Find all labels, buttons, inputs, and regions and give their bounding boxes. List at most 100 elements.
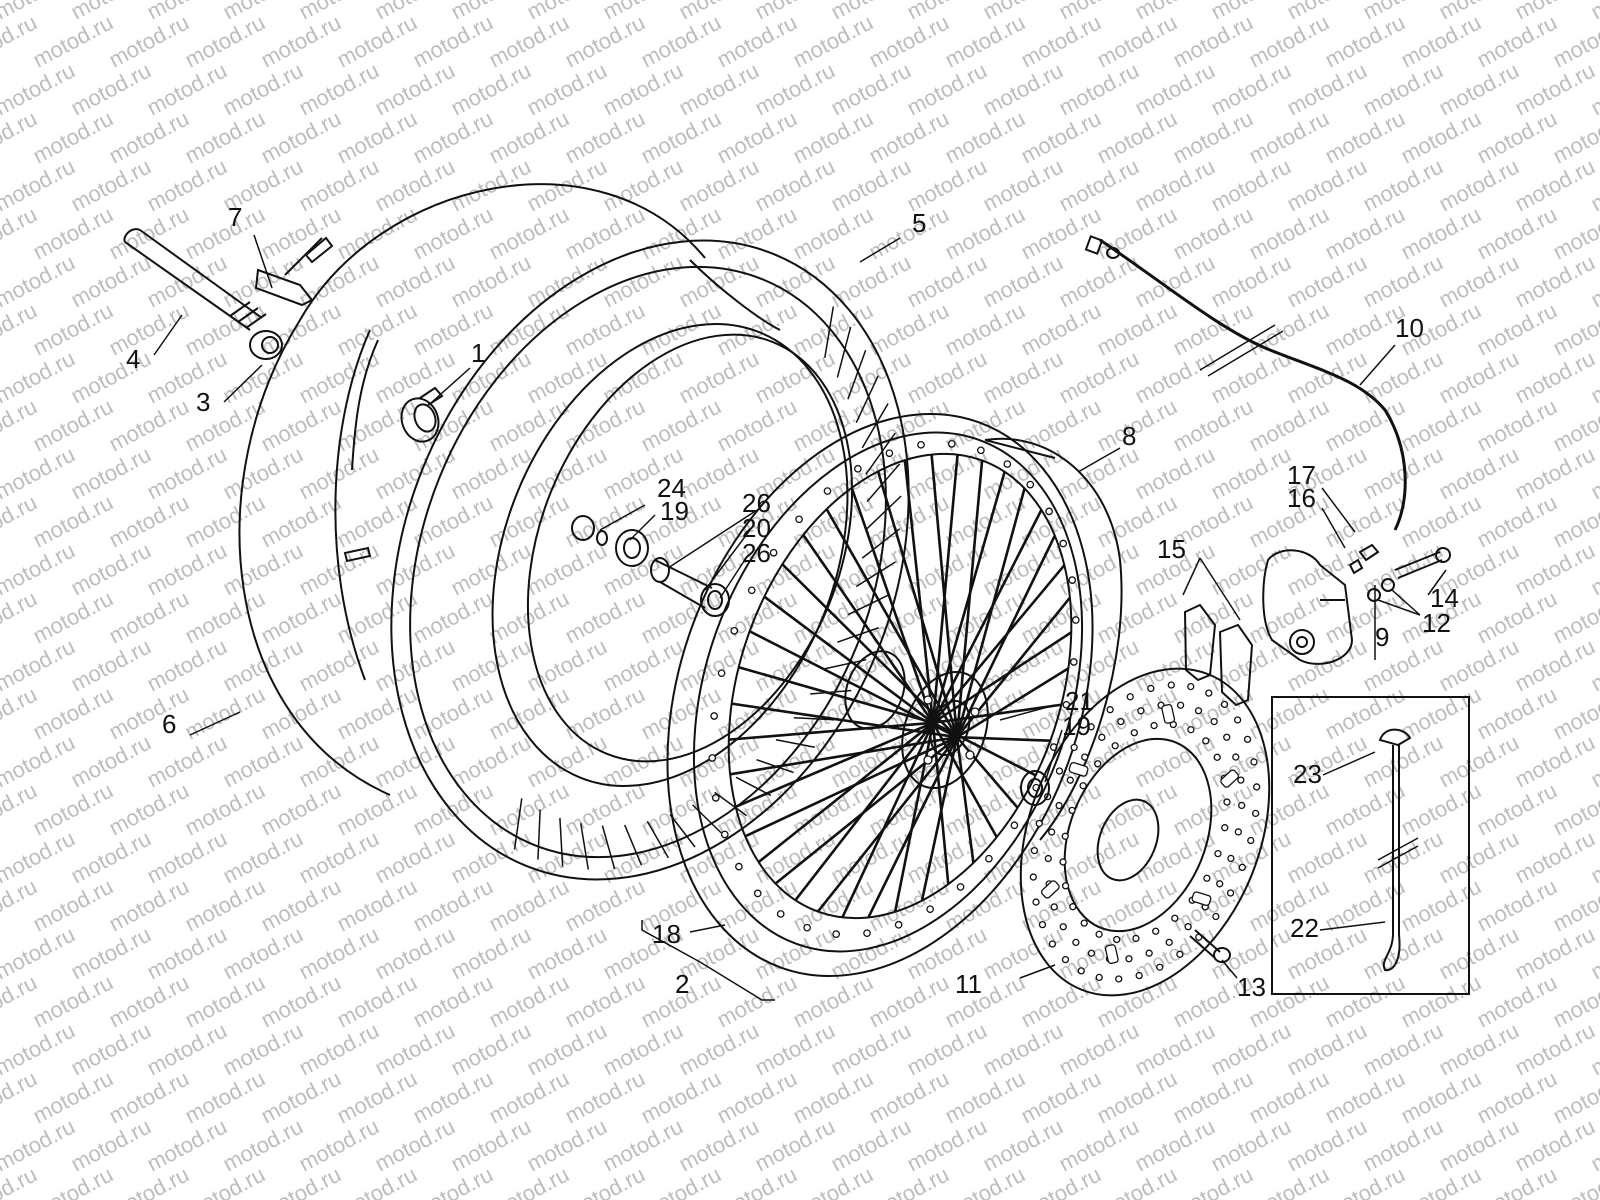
- watermark-text: motod.ru: [29, 490, 117, 553]
- watermark-text: motod.ru: [865, 1066, 953, 1129]
- brake-disc-holes: [1029, 681, 1261, 983]
- rim-hole: [977, 446, 985, 455]
- watermark-text: motod.ru: [67, 346, 155, 409]
- watermark-text: motod.ru: [409, 106, 497, 169]
- tire-drawing: [238, 183, 781, 796]
- watermark-text: motod.ru: [29, 970, 117, 1033]
- watermark-text: motod.ru: [1473, 586, 1561, 649]
- watermark-text: motod.ru: [751, 154, 839, 217]
- disc-hole: [1210, 717, 1218, 726]
- watermark-text: motod.ru: [1397, 10, 1485, 73]
- watermark-text: motod.ru: [1321, 682, 1409, 745]
- watermark-text: motod.ru: [713, 298, 801, 361]
- watermark-text: motod.ru: [1511, 1114, 1599, 1177]
- disc-hole: [1098, 733, 1106, 741]
- watermark-text: motod.ru: [637, 10, 725, 73]
- watermark-text: motod.ru: [1017, 10, 1105, 73]
- watermark-text: motod.ru: [371, 442, 459, 505]
- disc-hole: [1048, 940, 1057, 948]
- disc-hole: [1250, 758, 1258, 766]
- watermark-text: motod.ru: [219, 634, 307, 697]
- watermark-text: motod.ru: [713, 394, 801, 457]
- watermark-text: motod.ru: [219, 922, 307, 985]
- watermark-text: motod.ru: [219, 1018, 307, 1081]
- disc-hole: [1187, 726, 1195, 734]
- watermark-text: motod.ru: [257, 874, 345, 937]
- watermark-text: motod.ru: [979, 922, 1067, 985]
- watermark-text: motod.ru: [1549, 202, 1600, 265]
- spoke-line: [802, 534, 935, 724]
- watermark-text: motod.ru: [561, 874, 649, 937]
- watermark-text: motod.ru: [447, 442, 535, 505]
- watermark-text: motod.ru: [29, 586, 117, 649]
- watermark-text: motod.ru: [941, 106, 1029, 169]
- watermark-text: motod.ru: [105, 778, 193, 841]
- watermark-text: motod.ru: [865, 202, 953, 265]
- watermark-text: motod.ru: [371, 730, 459, 793]
- tread-groove: [865, 495, 902, 531]
- disc-hole: [1145, 949, 1153, 957]
- spoke-line: [744, 736, 958, 838]
- watermark-text: motod.ru: [1397, 394, 1485, 457]
- disc-hole: [1059, 858, 1067, 866]
- tread-groove: [775, 739, 815, 748]
- rim-hole: [735, 862, 743, 871]
- watermark-text: motod.ru: [675, 154, 763, 217]
- disc-hole: [1165, 938, 1173, 947]
- watermark-text: motod.ru: [1473, 106, 1561, 169]
- watermark-text: motod.ru: [637, 778, 725, 841]
- watermark-text: motod.ru: [219, 538, 307, 601]
- tread-groove: [836, 326, 852, 378]
- spoke-line: [931, 471, 1006, 724]
- watermark-text: motod.ru: [561, 1066, 649, 1129]
- callout-2: 2: [675, 969, 689, 999]
- disc-hole: [1081, 753, 1089, 761]
- watermark-text: motod.ru: [67, 730, 155, 793]
- callout-12: 12: [1422, 608, 1451, 638]
- spoke-line: [920, 736, 959, 901]
- spoke-line: [731, 702, 958, 739]
- watermark-text: motod.ru: [789, 970, 877, 1033]
- watermark-text: motod.ru: [1093, 202, 1181, 265]
- watermark-text: motod.ru: [865, 874, 953, 937]
- watermark-text: motod.ru: [1055, 346, 1143, 409]
- spoke-line: [955, 488, 1026, 738]
- watermark-text: motod.ru: [1131, 442, 1219, 505]
- watermark-text: motod.ru: [1549, 106, 1600, 169]
- rim-hole: [717, 669, 726, 678]
- watermark-text: motod.ru: [1017, 394, 1105, 457]
- watermark-text: motod.ru: [1435, 922, 1523, 985]
- watermark-text: motod.ru: [637, 106, 725, 169]
- watermark-text: motod.ru: [105, 10, 193, 73]
- watermark-text: motod.ru: [1359, 730, 1447, 793]
- watermark-text: motod.ru: [1169, 202, 1257, 265]
- watermark-text: motod.ru: [637, 1066, 725, 1129]
- watermark-text: motod.ru: [903, 346, 991, 409]
- disc-hole: [1137, 707, 1145, 715]
- watermark-text: motod.ru: [371, 922, 459, 985]
- watermark-text: motod.ru: [219, 442, 307, 505]
- watermark-text: motod.ru: [257, 106, 345, 169]
- disc-hole: [1171, 914, 1179, 922]
- watermark-text: motod.ru: [1473, 202, 1561, 265]
- watermark-text: motod.ru: [561, 106, 649, 169]
- watermark-text: motod.ru: [1511, 634, 1599, 697]
- watermark-text: motod.ru: [181, 682, 269, 745]
- watermark-text: motod.ru: [827, 1114, 915, 1177]
- disc-hole: [1247, 836, 1255, 845]
- disc-hole: [1194, 707, 1203, 715]
- watermark-text: motod.ru: [1283, 58, 1371, 121]
- watermark-text: motod.ru: [143, 538, 231, 601]
- watermark-text: motod.ru: [105, 394, 193, 457]
- watermark-text: motod.ru: [675, 634, 763, 697]
- watermark-text: motod.ru: [371, 826, 459, 889]
- watermark-text: motod.ru: [1207, 538, 1295, 601]
- watermark-text: motod.ru: [257, 586, 345, 649]
- watermark-text: motod.ru: [1435, 634, 1523, 697]
- watermark-text: motod.ru: [485, 874, 573, 937]
- callout-10: 10: [1395, 313, 1424, 343]
- watermark-text: motod.ru: [1283, 346, 1371, 409]
- disc-hole: [1214, 849, 1222, 858]
- watermark-text: motod.ru: [1511, 826, 1599, 889]
